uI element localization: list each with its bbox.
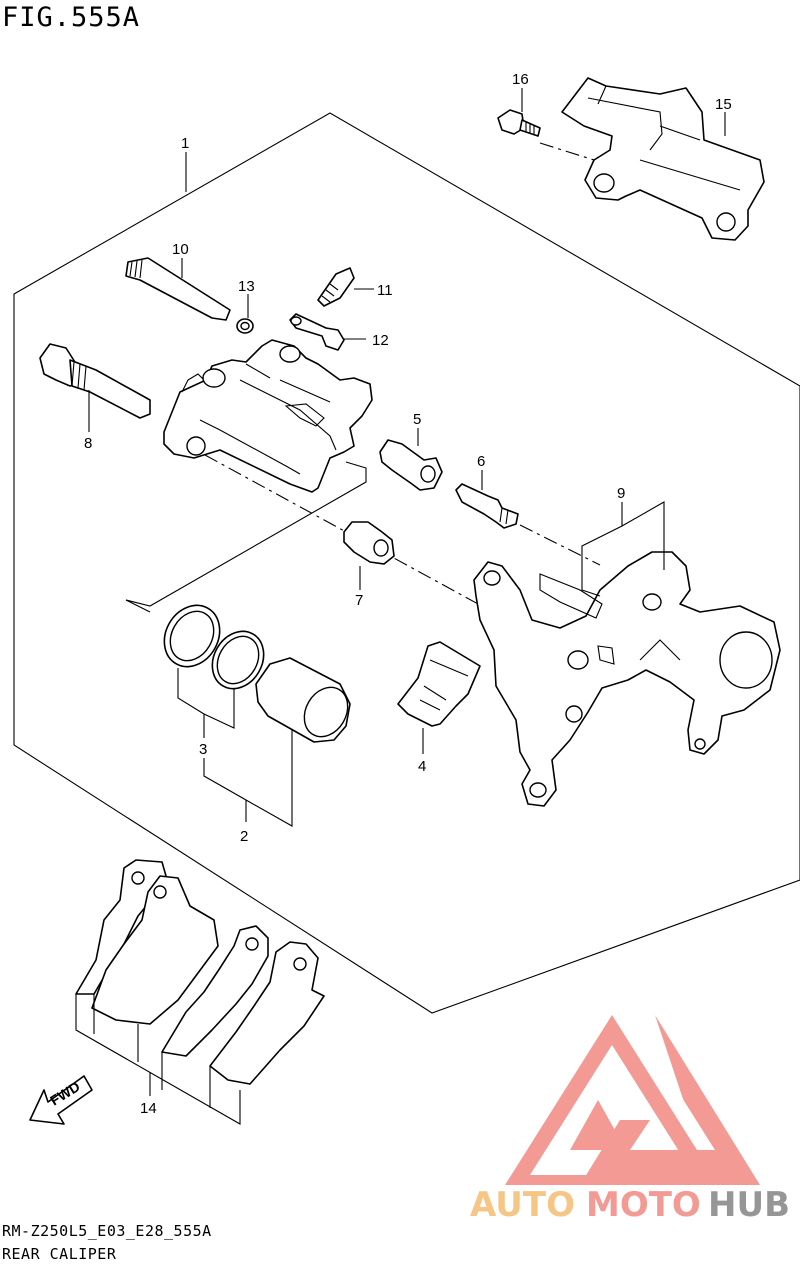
automotohub-watermark: AUTO MOTO HUB bbox=[470, 1015, 790, 1225]
callout-numbers: 1 2 3 4 5 6 7 8 9 10 11 12 13 14 15 16 bbox=[84, 71, 732, 1117]
watermark-word-auto: AUTO bbox=[470, 1185, 575, 1225]
part-14-brake-pads bbox=[75, 859, 325, 1125]
assembly-boundary-outline bbox=[13, 112, 800, 1014]
part-7-boot bbox=[343, 521, 395, 565]
callout-3: 3 bbox=[199, 741, 207, 758]
callout-15: 15 bbox=[715, 96, 732, 113]
callout-12: 12 bbox=[372, 332, 389, 349]
caliper-body bbox=[163, 339, 373, 493]
callout-9: 9 bbox=[617, 485, 625, 502]
part-8-pin-bolt bbox=[39, 343, 151, 419]
watermark-word-hub: HUB bbox=[708, 1185, 790, 1225]
assembly-axis-line bbox=[204, 454, 481, 606]
callout-1: 1 bbox=[181, 135, 189, 152]
part-3-piston-seals bbox=[163, 604, 265, 690]
part-10-slide-pin bbox=[125, 257, 231, 321]
callout-16: 16 bbox=[512, 71, 529, 88]
callout-2: 2 bbox=[240, 828, 248, 845]
callout-10: 10 bbox=[172, 241, 189, 258]
part-12-bleeder-cap bbox=[289, 313, 345, 351]
part-2-piston bbox=[255, 657, 351, 743]
leader-lines bbox=[88, 88, 726, 1096]
assembly-name-label: REAR CALIPER bbox=[2, 1245, 117, 1263]
part-11-bleeder-valve bbox=[317, 267, 355, 307]
part-4-pad-spring bbox=[397, 641, 481, 727]
watermark-word-moto: MOTO bbox=[586, 1185, 701, 1225]
part-15-bracket bbox=[561, 77, 765, 241]
model-code-label: RM-Z250L5_E03_E28_555A bbox=[2, 1222, 212, 1240]
callout-13: 13 bbox=[238, 278, 255, 295]
part-9-caliper-bracket bbox=[473, 551, 781, 807]
part-5-boot bbox=[379, 439, 443, 491]
callout-14: 14 bbox=[140, 1100, 157, 1117]
callout-11: 11 bbox=[377, 282, 393, 299]
figure-title: FIG.555A bbox=[2, 2, 141, 33]
part-16-bolt bbox=[497, 109, 541, 137]
part-6-pin bbox=[455, 483, 519, 529]
pin-axis-line bbox=[519, 524, 601, 566]
callout-6: 6 bbox=[477, 453, 485, 470]
callout-5: 5 bbox=[413, 411, 421, 428]
callout-4: 4 bbox=[418, 758, 426, 775]
forward-direction-arrow: FWD bbox=[29, 1075, 93, 1125]
callout-7: 7 bbox=[355, 592, 363, 609]
callout-8: 8 bbox=[84, 435, 92, 452]
